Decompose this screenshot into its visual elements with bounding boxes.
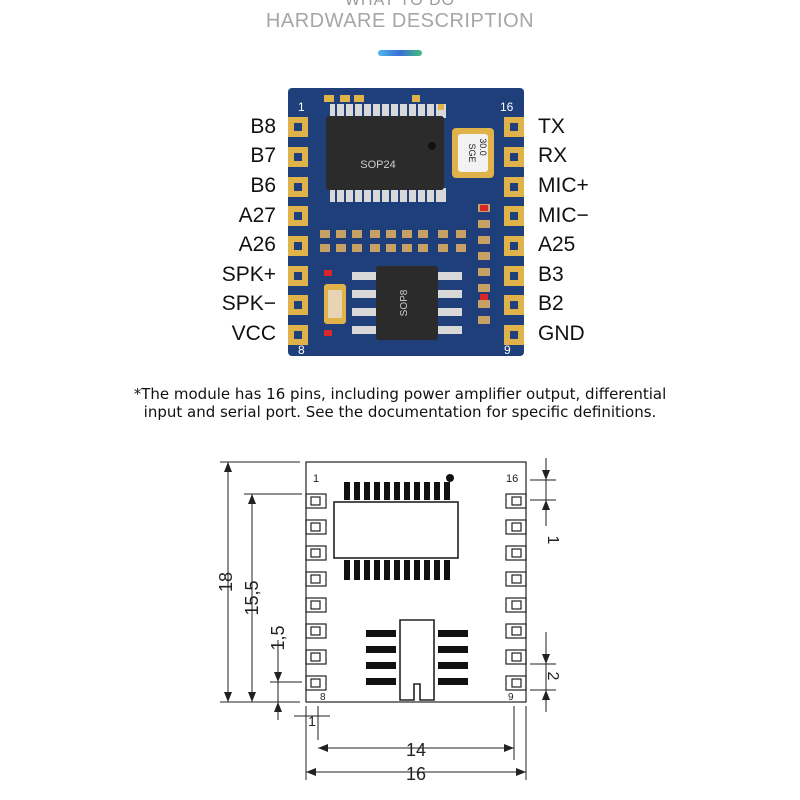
dim-width-inner: 14: [406, 740, 426, 760]
drawing-left-pads: [305, 493, 327, 691]
dim-height-outer: 18: [216, 572, 236, 592]
drawing-right-pads: [505, 493, 527, 691]
passive-row-1: [320, 230, 466, 238]
title-accent-bar: [378, 50, 422, 56]
dim-pitch-bottom: 2: [544, 672, 561, 681]
pin-label-a26: A26: [238, 233, 276, 256]
dim-pitch-top: 1: [544, 536, 561, 545]
drawing-pin-8: 8: [320, 692, 326, 703]
pin-label-b3: B3: [538, 263, 564, 286]
pin-label-b7: B7: [250, 144, 276, 167]
pin-label-spk-plus: SPK+: [221, 263, 276, 286]
pin-label-tx: TX: [538, 115, 565, 138]
drawing-sop24-body: [333, 501, 459, 559]
dim-width-outer: 16: [406, 764, 426, 784]
pin-label-vcc: VCC: [231, 322, 276, 345]
drawing-sop8-body: [399, 619, 435, 701]
board-corner-label-8: 8: [298, 343, 305, 357]
pin-label-rx: RX: [538, 144, 568, 167]
passive-row-2: [320, 244, 466, 252]
pin-label-a25: A25: [538, 233, 576, 256]
crystal-label-line1: 30.0: [478, 138, 488, 156]
pin-label-b6: B6: [250, 174, 276, 197]
pin-label-b2: B2: [538, 292, 564, 315]
sop24-chip: [326, 104, 446, 202]
dim-pin-left: 1: [308, 713, 316, 729]
caption-line-1: *The module has 16 pins, including power…: [133, 385, 667, 403]
board-corner-label-1: 1: [298, 100, 305, 114]
crystal-label-line2: SGE: [467, 143, 477, 162]
crystal-oscillator: [452, 128, 494, 178]
dim-bottom-offset: 1,5: [268, 625, 288, 650]
pin-label-b8: B8: [250, 115, 276, 138]
drawing-sop8-leads: [366, 630, 468, 685]
pin-label-spk-minus: SPK−: [221, 292, 276, 315]
pin-label-a27: A27: [238, 204, 276, 227]
board-corner-label-16: 16: [500, 100, 514, 114]
pin-label-mic-plus: MIC+: [538, 174, 589, 197]
sop8-chip: [352, 266, 462, 340]
page-title: HARDWARE DESCRIPTION: [265, 10, 535, 32]
sop8-chip-label: SOP8: [399, 289, 410, 316]
board-corner-label-9: 9: [504, 343, 511, 357]
left-pad-column: [288, 117, 308, 345]
drawing-pin-1: 1: [313, 473, 319, 485]
capacitor: [324, 284, 346, 324]
top-passives: [324, 95, 444, 110]
dimension-arrowheads: [224, 462, 550, 776]
drawing-sop24-leads: [344, 474, 454, 580]
drawing-pin-16: 16: [506, 473, 518, 485]
pin-label-gnd: GND: [538, 322, 585, 345]
right-pad-column: [504, 117, 524, 345]
caption-line-2: input and serial port. See the documenta…: [143, 403, 657, 421]
header-partial-text: WHAT TO DO: [344, 0, 456, 9]
sop24-chip-label: SOP24: [360, 159, 395, 171]
drawing-pin-9: 9: [508, 692, 514, 703]
red-leds: [324, 205, 488, 336]
pin-label-mic-minus: MIC−: [538, 204, 589, 227]
dim-height-inner: 15,5: [242, 580, 262, 615]
